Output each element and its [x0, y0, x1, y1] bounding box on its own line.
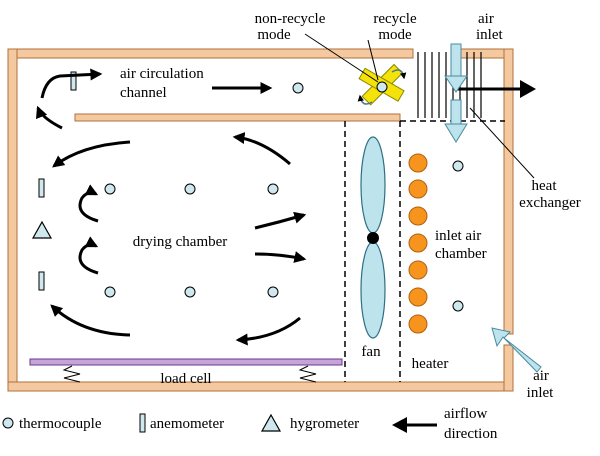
text-labels: non-recycle mode recycle mode air inlet …: [120, 11, 581, 401]
load-cell: [29, 358, 343, 383]
legend-anemometer-icon: [139, 413, 146, 433]
fan: [360, 136, 386, 339]
legend-anemometer-label: anemometer: [150, 416, 224, 432]
damper: [304, 33, 407, 106]
air-circulation-label: air circulation: [120, 66, 204, 82]
legend-airflow-label-2: direction: [444, 426, 498, 442]
heater-elements: [408, 153, 428, 334]
legend-hygrometer-label: hygrometer: [290, 416, 359, 432]
hygrometer-icon: [31, 220, 53, 239]
air-inlet-bottom-label: air: [533, 368, 549, 384]
drying-chamber-label: drying chamber: [133, 234, 228, 250]
heater-label: heater: [412, 356, 449, 372]
inlet-air-chamber-label-2: chamber: [435, 246, 487, 262]
air-inlet-top-arrow: [444, 43, 468, 143]
heat-exchanger-label: heat: [532, 178, 558, 194]
legend-thermocouple-label: thermocouple: [19, 416, 102, 432]
dryer-walls: [7, 48, 514, 392]
air-inlet-bottom-arrow: [491, 327, 542, 373]
legend: thermocouple anemometer hygrometer airfl…: [2, 406, 498, 442]
exhaust-arrow: [455, 80, 536, 98]
thermocouples: [104, 82, 464, 312]
load-cell-label: load cell: [160, 371, 211, 387]
recycle-mode-label: recycle: [373, 11, 417, 27]
airflow-arrows: [36, 68, 307, 346]
non-recycle-mode-label-2: mode: [257, 27, 291, 43]
anemometers: [38, 71, 77, 291]
channel-baffle: [74, 113, 401, 122]
inlet-air-chamber-label: inlet air: [435, 228, 481, 244]
air-inlet-top-label-2: inlet: [476, 27, 503, 43]
recycle-mode-label-2: mode: [378, 27, 412, 43]
air-inlet-top-label: air: [478, 11, 494, 27]
heat-exchanger-leader: [469, 107, 535, 179]
legend-thermocouple-icon: [2, 417, 14, 429]
legend-airflow-label: airflow: [444, 406, 487, 422]
legend-airflow-arrow-icon: [392, 417, 437, 433]
heat-exchanger: [417, 52, 482, 118]
air-circulation-label-2: channel: [120, 85, 167, 101]
air-inlet-bottom-label-2: inlet: [527, 385, 554, 401]
heat-exchanger-label-2: exchanger: [519, 195, 581, 211]
legend-hygrometer-icon: [260, 413, 282, 432]
non-recycle-mode-label: non-recycle: [255, 11, 326, 27]
fan-label: fan: [361, 344, 381, 360]
